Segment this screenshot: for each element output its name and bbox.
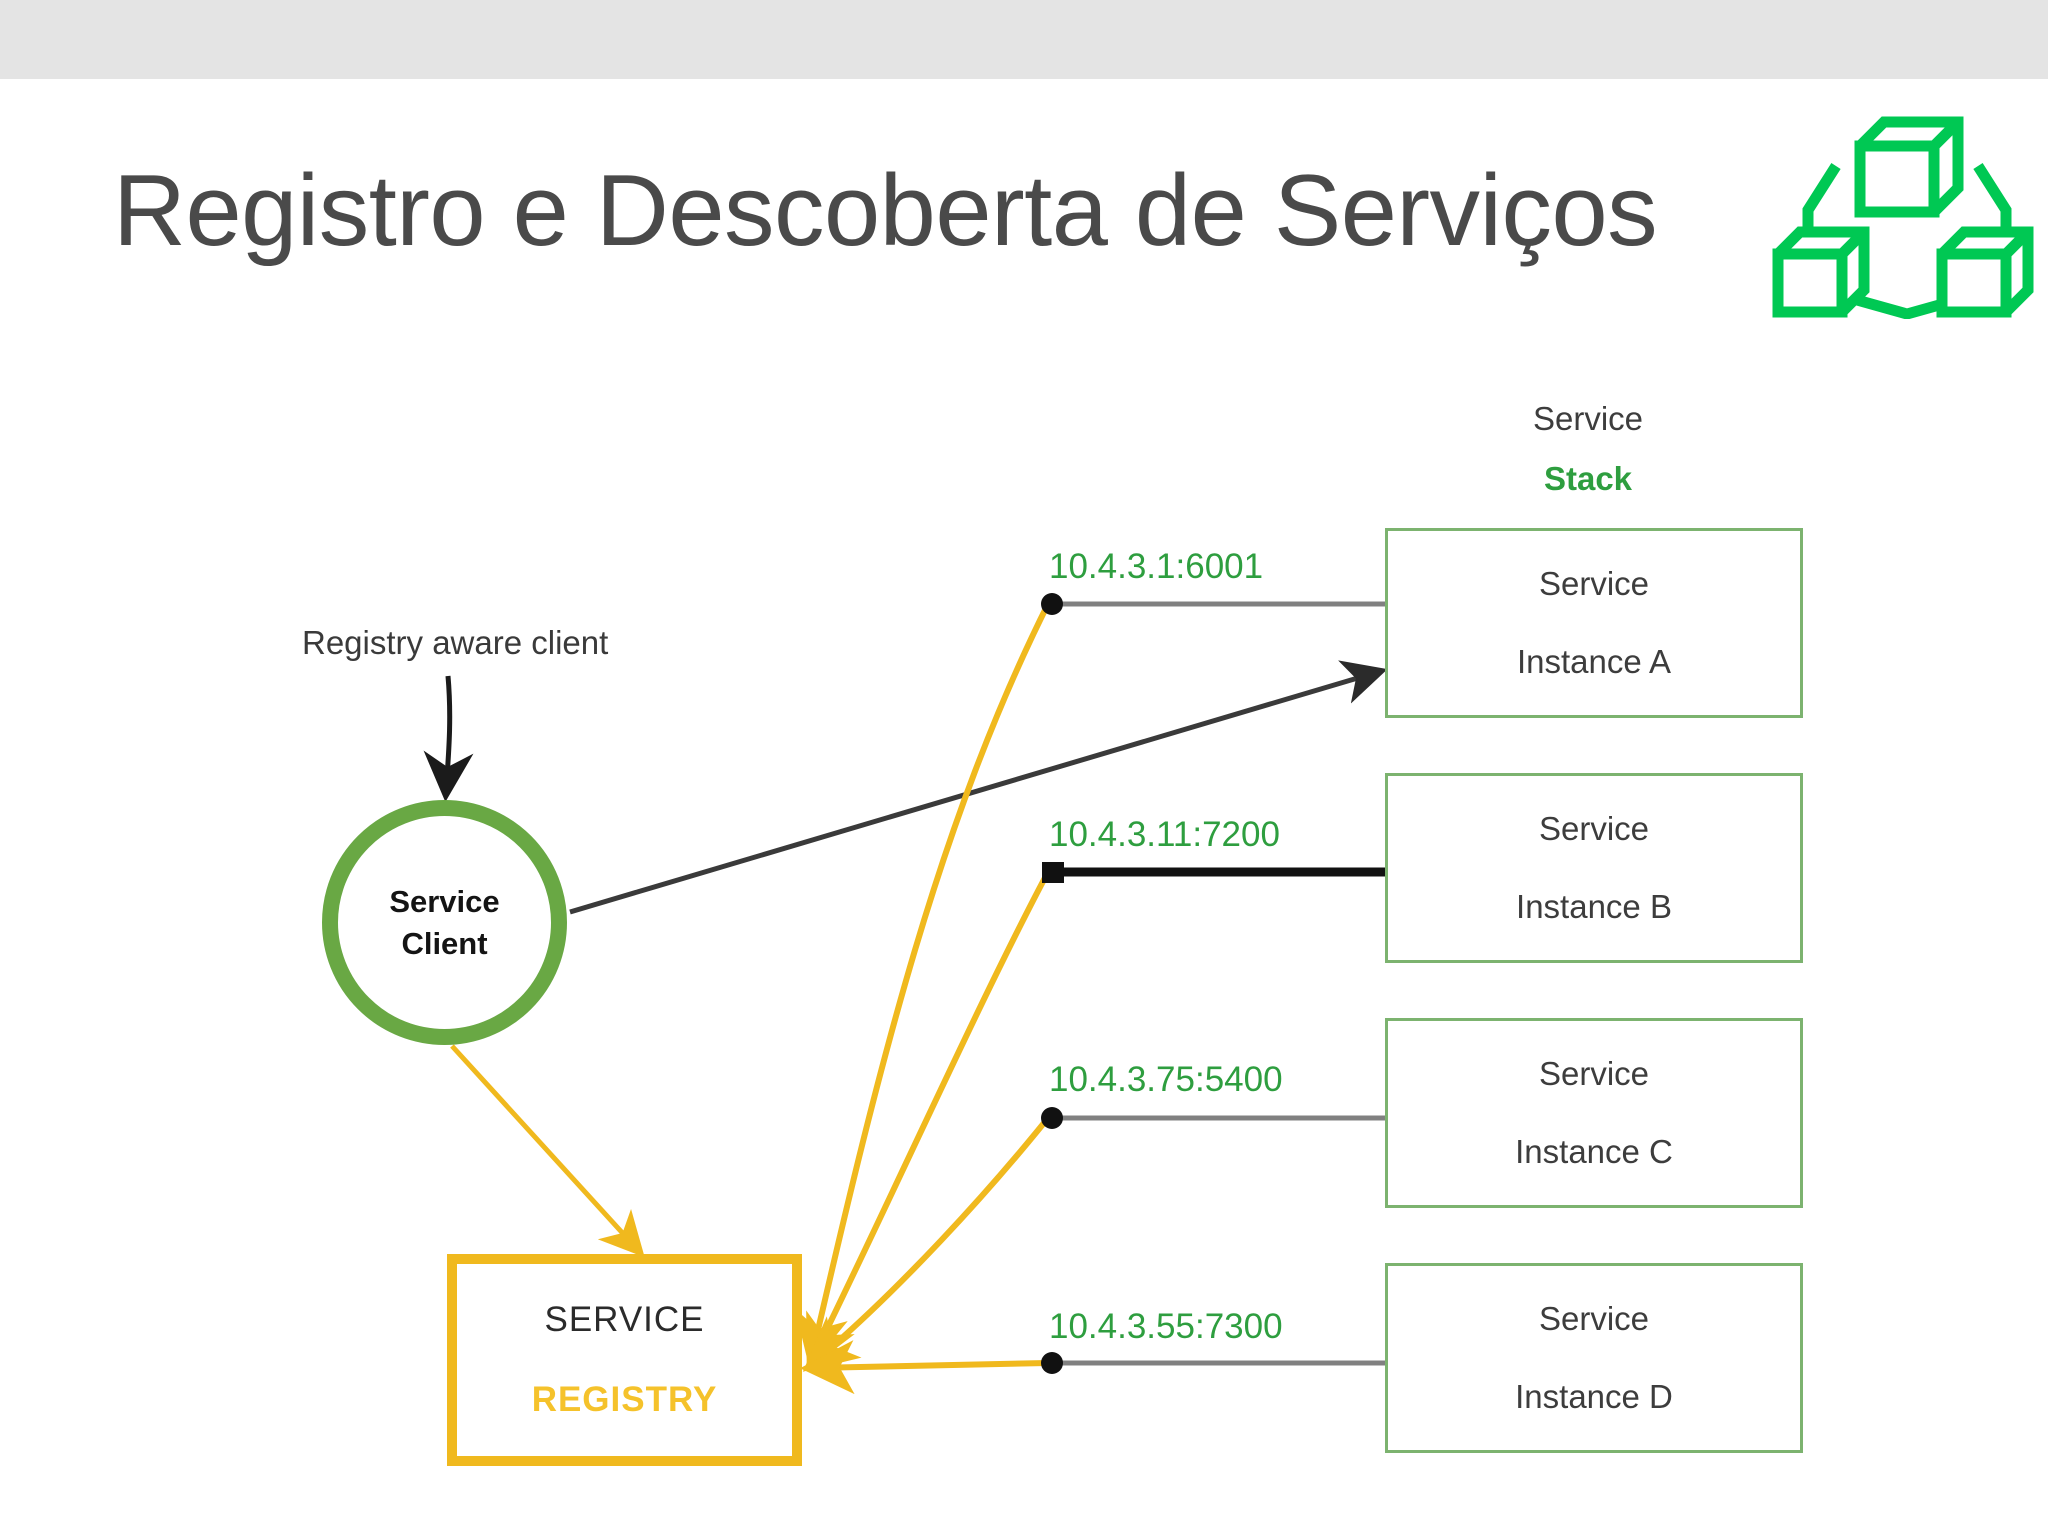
service-instance-c-line1: Service	[1538, 1055, 1650, 1092]
service-instance-b[interactable]: Service Instance B	[1385, 773, 1803, 963]
service-registry-node[interactable]: SERVICE REGISTRY	[447, 1254, 802, 1466]
service-instance-b-line2: Instance B	[1516, 888, 1672, 925]
top-bar	[0, 0, 2048, 79]
service-client-line2: Client	[401, 925, 488, 961]
service-instance-a-line1: Service	[1538, 565, 1650, 602]
service-client-node[interactable]: Service Client	[322, 800, 567, 1045]
service-instance-a-line2: Instance A	[1516, 643, 1672, 680]
service-instance-d[interactable]: Service Instance D	[1385, 1263, 1803, 1453]
service-stack-header-line2: Stack	[1543, 460, 1633, 497]
service-instance-a[interactable]: Service Instance A	[1385, 528, 1803, 718]
microservices-cubes-logo	[1772, 104, 2042, 320]
page-title: Registro e Descoberta de Serviços	[113, 155, 1658, 267]
instance-b-address: 10.4.3.11:7200	[1049, 815, 1280, 854]
instance-a-address: 10.4.3.1:6001	[1049, 547, 1264, 586]
registry-aware-client-label: Registry aware client	[302, 624, 609, 661]
service-instance-b-line1: Service	[1538, 810, 1650, 847]
service-client-line1: Service	[389, 883, 500, 919]
service-stack-header: Service Stack	[1340, 400, 1836, 498]
instance-d-address: 10.4.3.55:7300	[1049, 1307, 1283, 1346]
service-registry-line2: REGISTRY	[531, 1380, 718, 1419]
service-instance-d-line2: Instance D	[1515, 1378, 1673, 1415]
service-instance-c-line2: Instance C	[1515, 1133, 1673, 1170]
service-instance-c[interactable]: Service Instance C	[1385, 1018, 1803, 1208]
service-stack-header-line1: Service	[1532, 400, 1644, 437]
service-registry-line1: SERVICE	[544, 1300, 705, 1339]
instance-c-address: 10.4.3.75:5400	[1049, 1060, 1283, 1099]
service-instance-d-line1: Service	[1538, 1300, 1650, 1337]
